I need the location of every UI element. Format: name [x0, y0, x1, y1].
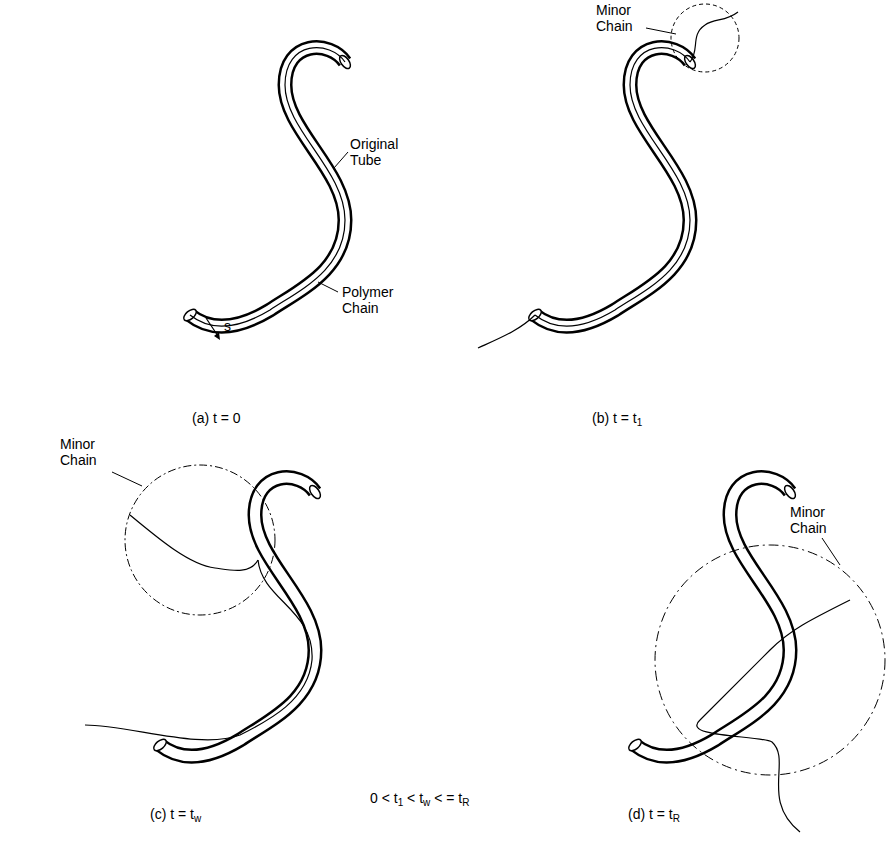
- tube-label: Original Tube: [350, 136, 410, 168]
- tube-b: [527, 48, 698, 327]
- minor-chain-label: Minor Chain: [60, 436, 110, 468]
- time-order-caption: 0 < t1 < tw < = tR: [370, 790, 469, 806]
- tube-d: [627, 478, 798, 757]
- tube-a: [182, 48, 353, 340]
- panel-caption: (a) t = 0: [192, 410, 241, 426]
- panel-caption: (d) t = tR: [628, 806, 680, 822]
- chain-b: [478, 4, 739, 348]
- minor-chain-label: Minor Chain: [596, 2, 646, 34]
- panel-caption: (c) t = tw: [150, 806, 201, 822]
- chain-c: [85, 465, 312, 740]
- contour-variable: s: [224, 318, 231, 334]
- chain-d: [655, 538, 885, 832]
- minor-chain-label: Minor Chain: [790, 504, 840, 536]
- panel-caption: (b) t = t1: [592, 410, 642, 426]
- chain-label: Polymer Chain: [342, 284, 402, 316]
